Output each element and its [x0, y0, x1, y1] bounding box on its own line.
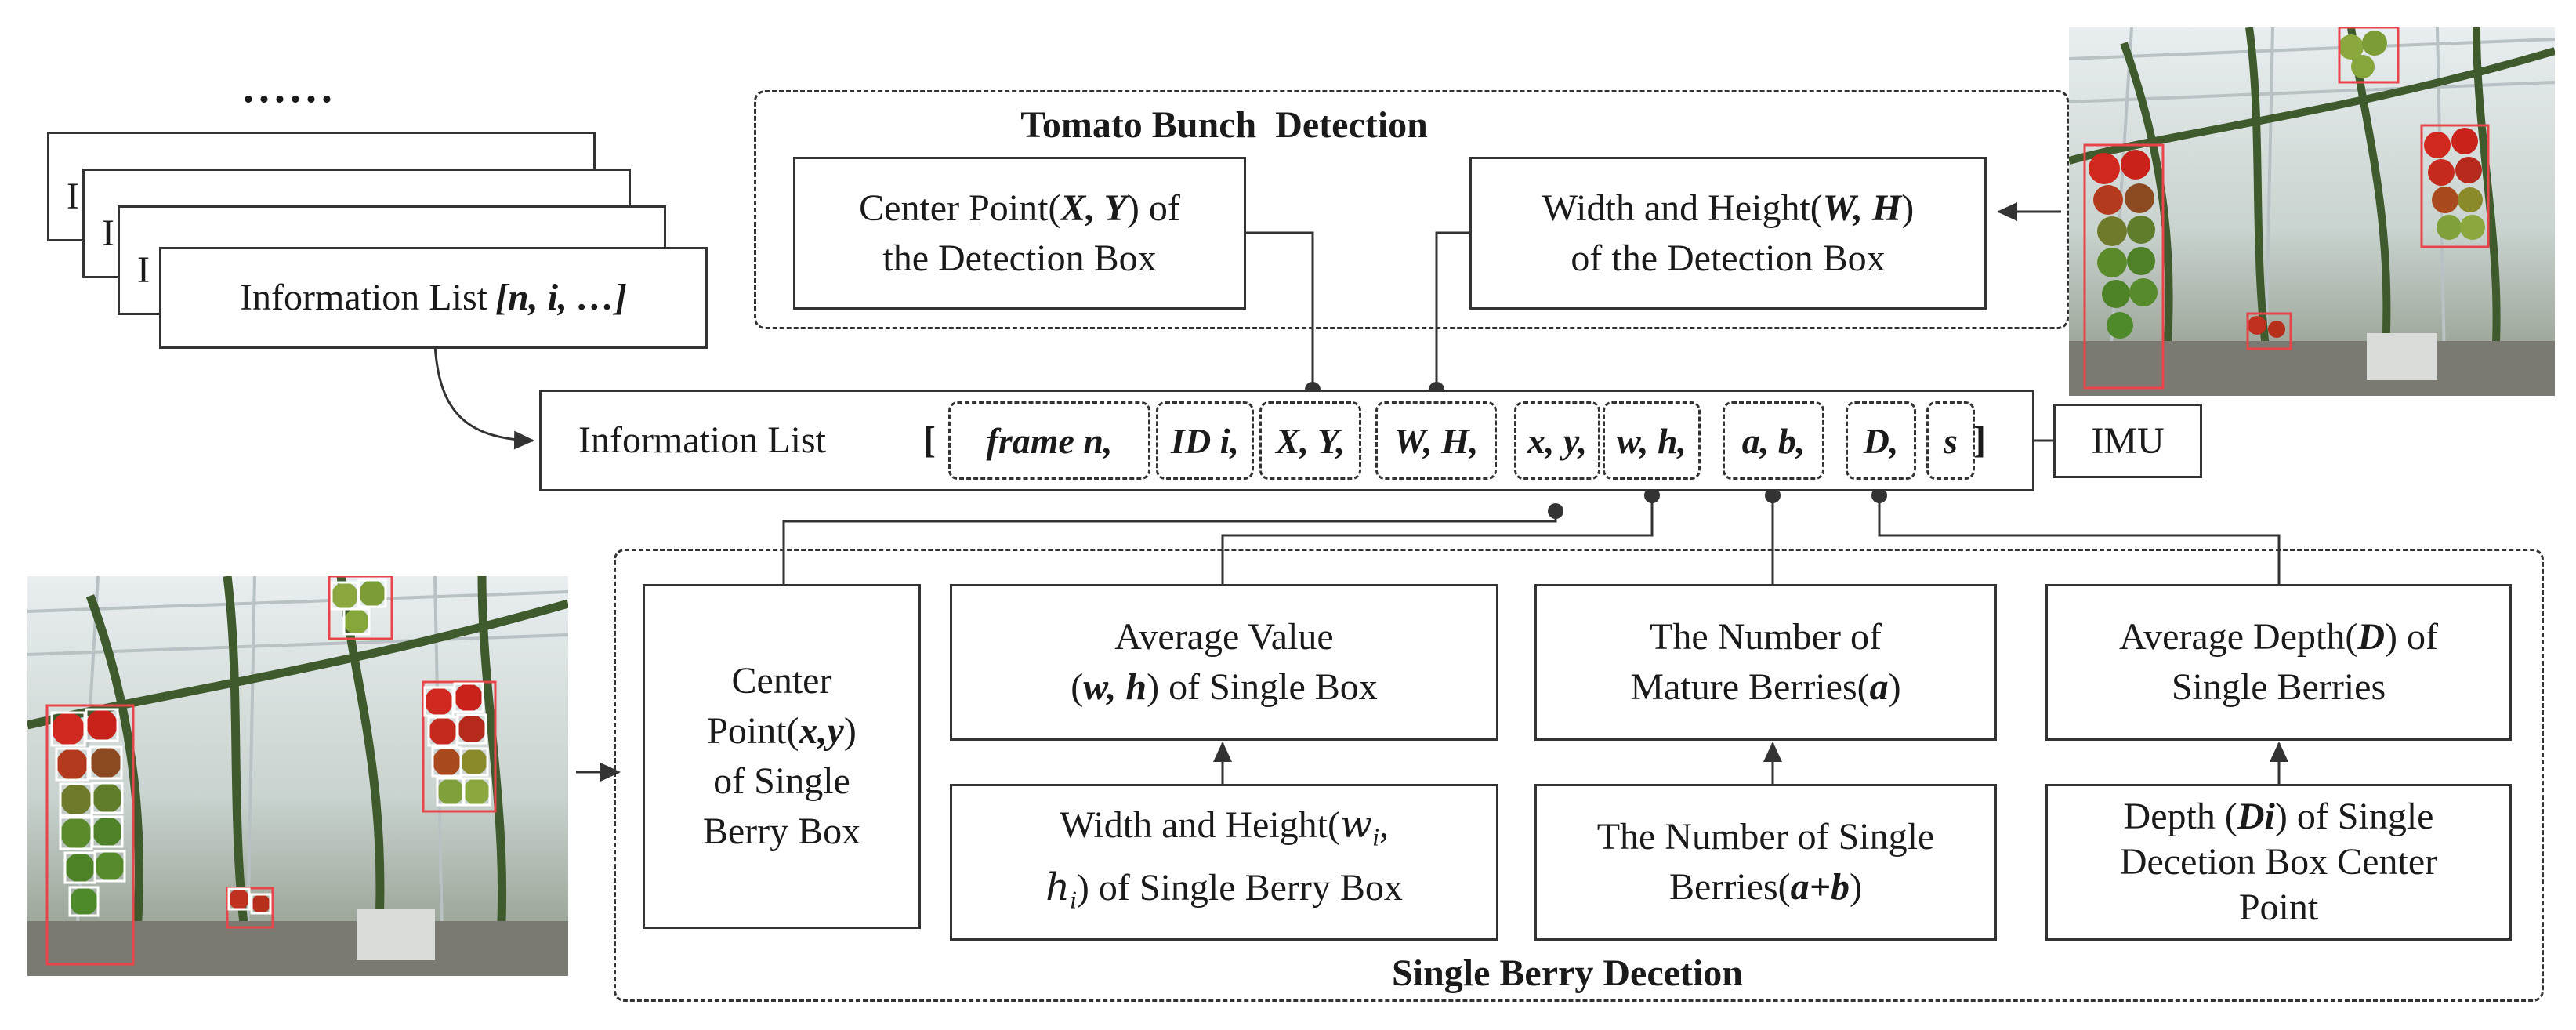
field-berry-xy: x, y,: [1514, 401, 1600, 480]
single-width-height-box: Width and Height(wi, hi) of Single Berry…: [950, 784, 1498, 941]
imu-box: IMU: [2053, 404, 2202, 478]
berry-center-vars: x,y: [799, 710, 844, 752]
avg-value-l2a: (: [1071, 666, 1084, 708]
berry-bunch-box-top: [328, 576, 393, 640]
average-value-box: Average Value (w, h) of Single Box: [950, 584, 1498, 741]
field-frame-n: frame n,: [948, 401, 1150, 480]
single-count-l1: The Number of Single: [1596, 816, 1935, 858]
berry-bunch-box-left: [45, 704, 135, 966]
main-list-open-bracket: [: [923, 419, 936, 461]
bunch-tomatoes-right: [2424, 128, 2485, 240]
avg-depth-var: D: [2357, 616, 2385, 658]
bunch-tomatoes-top: [2339, 31, 2387, 78]
bunch-tomatoes-left: [2089, 150, 2158, 339]
depth-box-var: Di: [2237, 796, 2275, 837]
info-list-card: Information List [n, i, …]: [159, 247, 708, 349]
tomato-bunch-photo: [2069, 27, 2555, 396]
bunch-center-line2: the Detection Box: [882, 237, 1157, 279]
depth-box-l3: Point: [2238, 887, 2319, 928]
depth-box-l1c: ) of Single: [2274, 796, 2434, 837]
berries-top-cluster: [332, 580, 386, 634]
berry-center-l2c: ): [843, 710, 857, 752]
mature-l2c: ): [1888, 666, 1901, 708]
ellipsis: ......: [243, 63, 337, 112]
single-berry-title: Single Berry Decetion: [1392, 952, 1743, 994]
single-berry-detection-group: [614, 549, 2544, 1002]
wh-single-w: w: [1340, 803, 1373, 847]
bunch-wh-text-end: ): [1901, 187, 1915, 229]
wh-single-h: h: [1045, 865, 1071, 909]
field-d: D,: [1846, 401, 1916, 480]
mature-berries-box: The Number of Mature Berries(a): [1534, 584, 1997, 741]
field-ab: a, b,: [1723, 401, 1824, 480]
main-list-close-bracket: ]: [1973, 419, 1986, 461]
single-count-var: a+b: [1790, 866, 1850, 908]
mature-l1: The Number of: [1650, 616, 1882, 658]
tomato-bunch-photo-drawing: [2069, 27, 2555, 396]
bunch-detection-box-left: [2083, 143, 2165, 390]
bunch-detection-box-small: [2246, 312, 2292, 350]
junction-dot-xy-bottom: [1548, 503, 1563, 519]
single-count-l2c: ): [1849, 866, 1862, 908]
avg-value-vars: w, h: [1083, 666, 1147, 708]
junction-dot-d: [1871, 488, 1887, 503]
bunch-detection-box-top: [2338, 27, 2400, 84]
bunch-center-text-end: ) of: [1126, 187, 1180, 229]
depth-single-box: Depth (Di) of Single Decetion Box Center…: [2045, 784, 2512, 941]
berries-left-cluster: [52, 709, 125, 916]
berry-bunch-box-right: [422, 680, 497, 813]
depth-box-l1a: Depth (: [2123, 796, 2237, 837]
avg-value-l1: Average Value: [1114, 616, 1334, 658]
wh-single-l1a: Width and Height(: [1060, 804, 1340, 847]
info-list-card-vars: [n, i, …]: [495, 277, 627, 318]
berry-center-l2a: Point(: [707, 710, 799, 752]
field-id-i: ID i,: [1156, 401, 1254, 480]
avg-depth-l1a: Average Depth(: [2119, 616, 2358, 658]
mature-var: a: [1869, 666, 1889, 708]
single-berries-count-box: The Number of Single Berries(a+b): [1534, 784, 1997, 941]
depth-box-l2: Decetion Box Center: [2119, 841, 2438, 883]
single-berry-photo: [27, 576, 568, 976]
single-berry-photo-drawing: [27, 576, 568, 976]
junction-dot-ab: [1765, 488, 1781, 503]
berry-center-l4: Berry Box: [702, 811, 861, 852]
bunch-center-point-box: Center Point(X, Y) of the Detection Box: [793, 157, 1246, 310]
tomato-bunch-title: Tomato Bunch Detection: [1020, 104, 1428, 146]
bunch-width-height-box: Width and Height(W, H) of the Detection …: [1469, 157, 1987, 310]
field-s: s: [1926, 401, 1975, 480]
berry-center-point-box: Center Point(x,y) of Single Berry Box: [643, 584, 921, 929]
bunch-wh-text: Width and Height(: [1542, 187, 1823, 229]
berries-right-cluster: [425, 684, 490, 805]
main-information-list: [539, 390, 2034, 491]
single-count-l2a: Berries(: [1669, 866, 1791, 908]
average-depth-box: Average Depth(D) of Single Berries: [2045, 584, 2512, 741]
wh-single-l2b: ) of Single Berry Box: [1076, 867, 1403, 909]
avg-value-l2c: ) of Single Box: [1147, 666, 1378, 708]
stack-card-letter: I: [67, 176, 79, 217]
stack-card-letter: I: [102, 212, 114, 254]
stack-card-letter: I: [137, 249, 150, 291]
info-list-card-label: Information List: [240, 277, 487, 318]
wh-single-h-sub: i: [1070, 885, 1077, 914]
field-berry-wh: w, h,: [1603, 401, 1701, 480]
mature-l2a: Mature Berries(: [1630, 666, 1870, 708]
berry-center-l1: Center: [731, 660, 832, 702]
bunch-detection-box-right: [2420, 124, 2490, 248]
tomato-bunch-detection-group: [754, 90, 2069, 329]
berry-center-l3: of Single: [713, 760, 850, 802]
main-list-label: Information List: [578, 419, 826, 461]
bunch-center-text: Center Point(: [859, 187, 1061, 229]
bunch-wh-vars: W, H: [1822, 187, 1902, 229]
avg-depth-l2: Single Berries: [2171, 666, 2386, 708]
wh-single-comma: ,: [1379, 804, 1389, 847]
avg-depth-l1c: ) of: [2385, 616, 2438, 658]
field-bunch-wh: W, H,: [1375, 401, 1497, 480]
bunch-wh-line2: of the Detection Box: [1571, 237, 1886, 279]
single-berry-boxes: [50, 578, 491, 917]
bunch-center-vars: X, Y: [1060, 187, 1127, 229]
wh-single-w-sub: i: [1372, 823, 1379, 851]
field-bunch-xy: X, Y,: [1259, 401, 1361, 480]
junction-dot-wh-bottom: [1644, 488, 1660, 503]
